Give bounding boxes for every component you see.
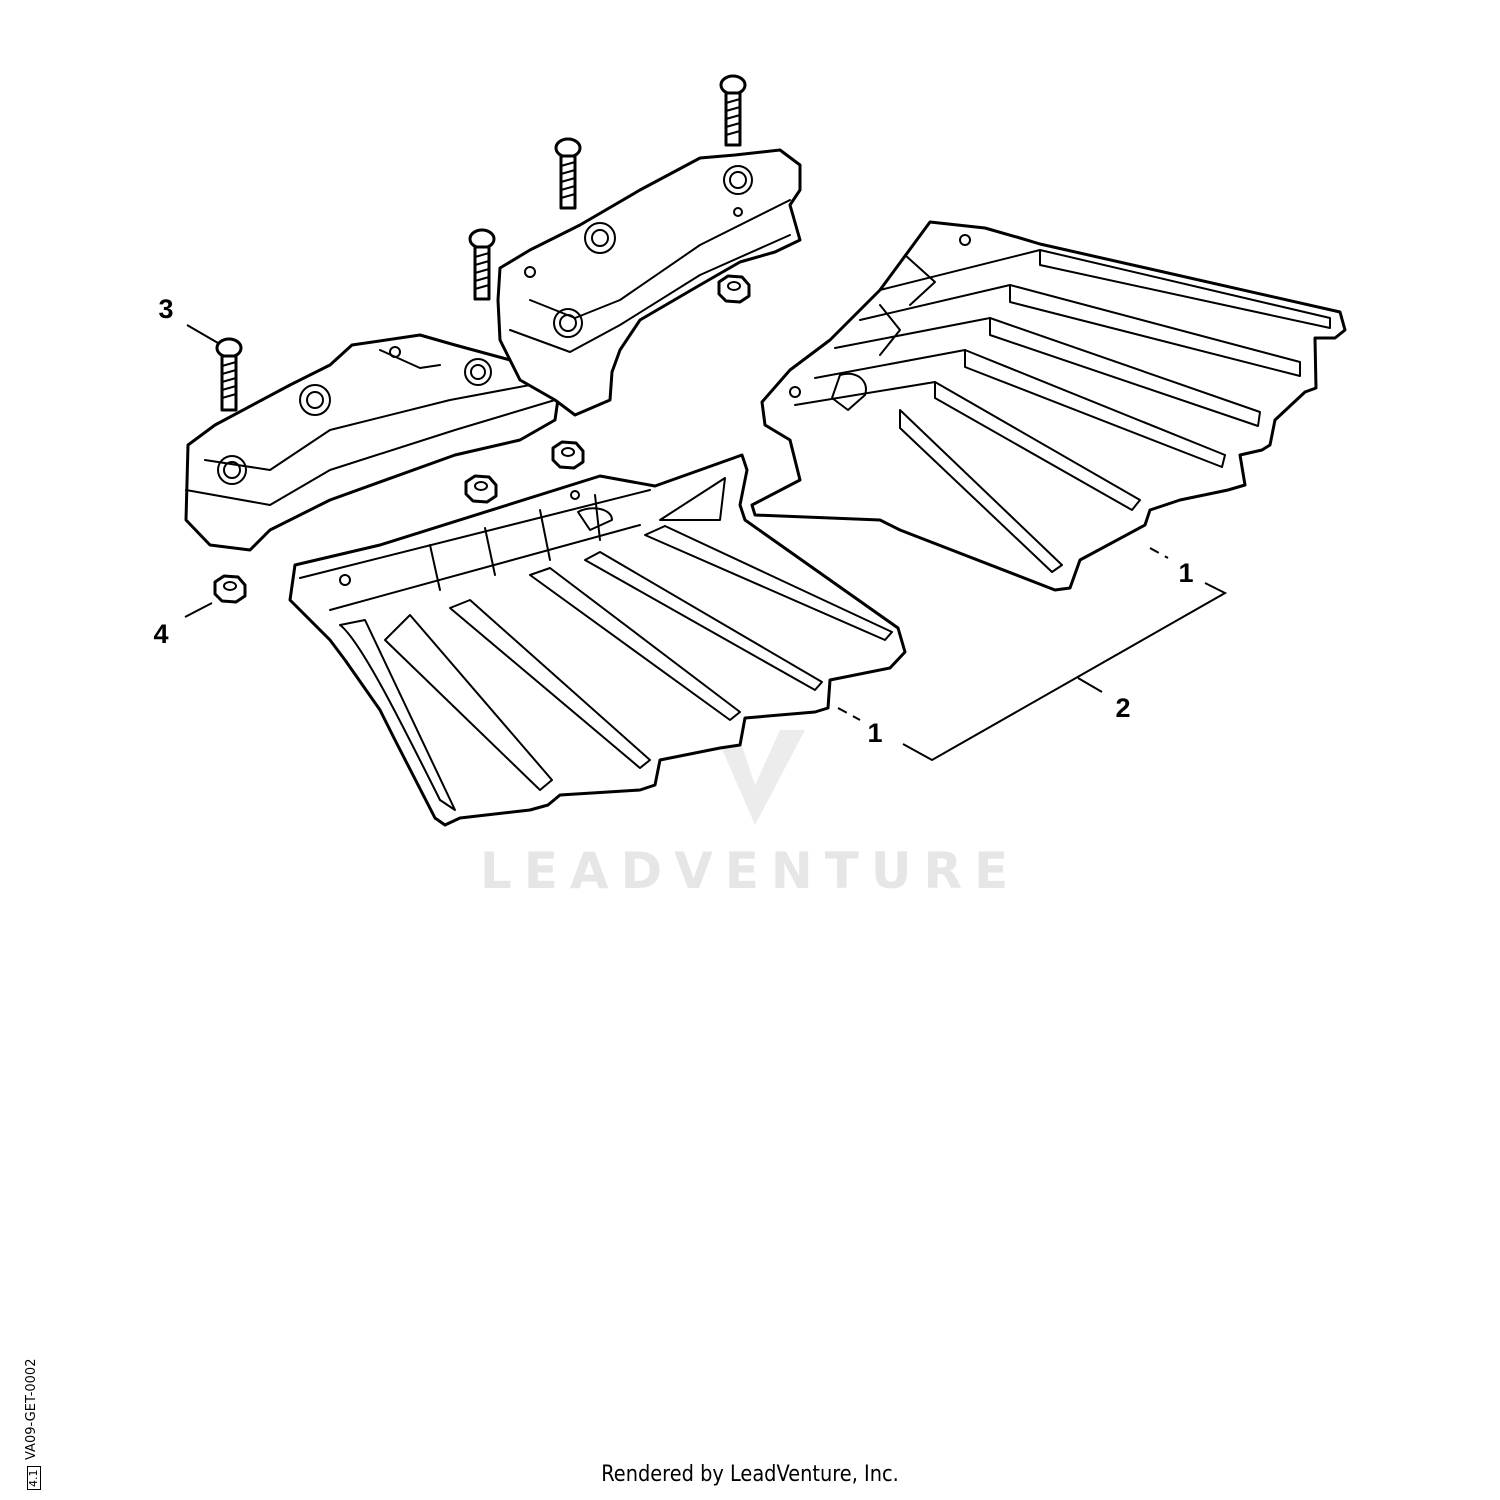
leader-3 [186,324,219,344]
nut-3[interactable] [551,440,585,470]
comb-upper[interactable] [750,220,1347,592]
drawing-revision-label: 4.1 [27,1466,41,1490]
nut-1[interactable] [213,574,247,604]
screw-2[interactable] [468,228,496,301]
nut-2[interactable] [464,474,498,504]
callout-1-lower: 1 [867,718,882,748]
screw-1[interactable] [215,337,243,412]
footer-rendered-by: Rendered by LeadVenture, Inc. [601,1462,899,1487]
screw-4[interactable] [719,74,747,147]
bracket-2 [902,582,1228,762]
nut-4[interactable] [717,274,751,304]
callout-1-upper: 1 [1178,558,1193,588]
callout-4: 4 [153,619,168,649]
drawing-id-label: VA09-GET-0002 [24,1358,39,1460]
leader-2 [1077,677,1103,693]
leader-4 [184,602,213,618]
leader-1-upper [1149,547,1169,559]
comb-lower[interactable] [288,453,907,827]
leader-1-lower [837,707,861,721]
callout-3: 3 [158,294,173,324]
watermark-text: LEADVENTURE [480,842,1020,900]
screw-3[interactable] [554,137,582,210]
callout-2: 2 [1115,693,1130,723]
clamp-bar-upper[interactable] [496,148,802,417]
